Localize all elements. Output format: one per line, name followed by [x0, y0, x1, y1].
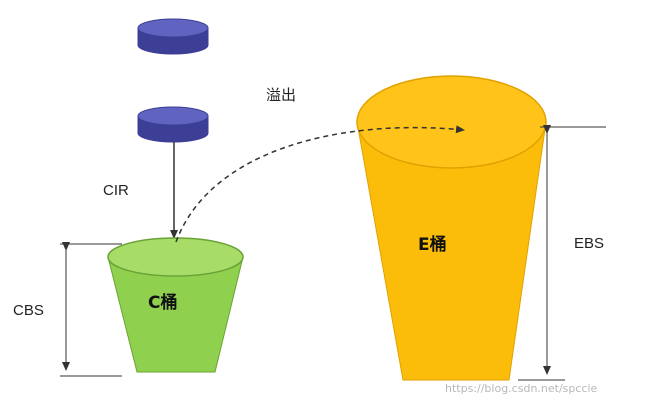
cir-label: CIR	[103, 182, 129, 199]
token-disc-top	[137, 18, 209, 55]
overflow-label: 溢出	[266, 87, 297, 104]
overflow-arrow	[175, 125, 465, 243]
watermark-text: https://blog.csdn.net/spccie	[445, 382, 598, 395]
ebs-label: EBS	[574, 235, 605, 252]
c-bucket-label: C桶	[148, 293, 178, 313]
token-disc-bottom	[137, 106, 209, 143]
c-bucket	[107, 237, 244, 373]
e-bucket	[356, 75, 547, 381]
ebs-measure	[518, 125, 606, 381]
cbs-label: CBS	[13, 302, 44, 319]
cbs-measure	[60, 242, 122, 377]
e-bucket-label: E桶	[418, 235, 447, 255]
